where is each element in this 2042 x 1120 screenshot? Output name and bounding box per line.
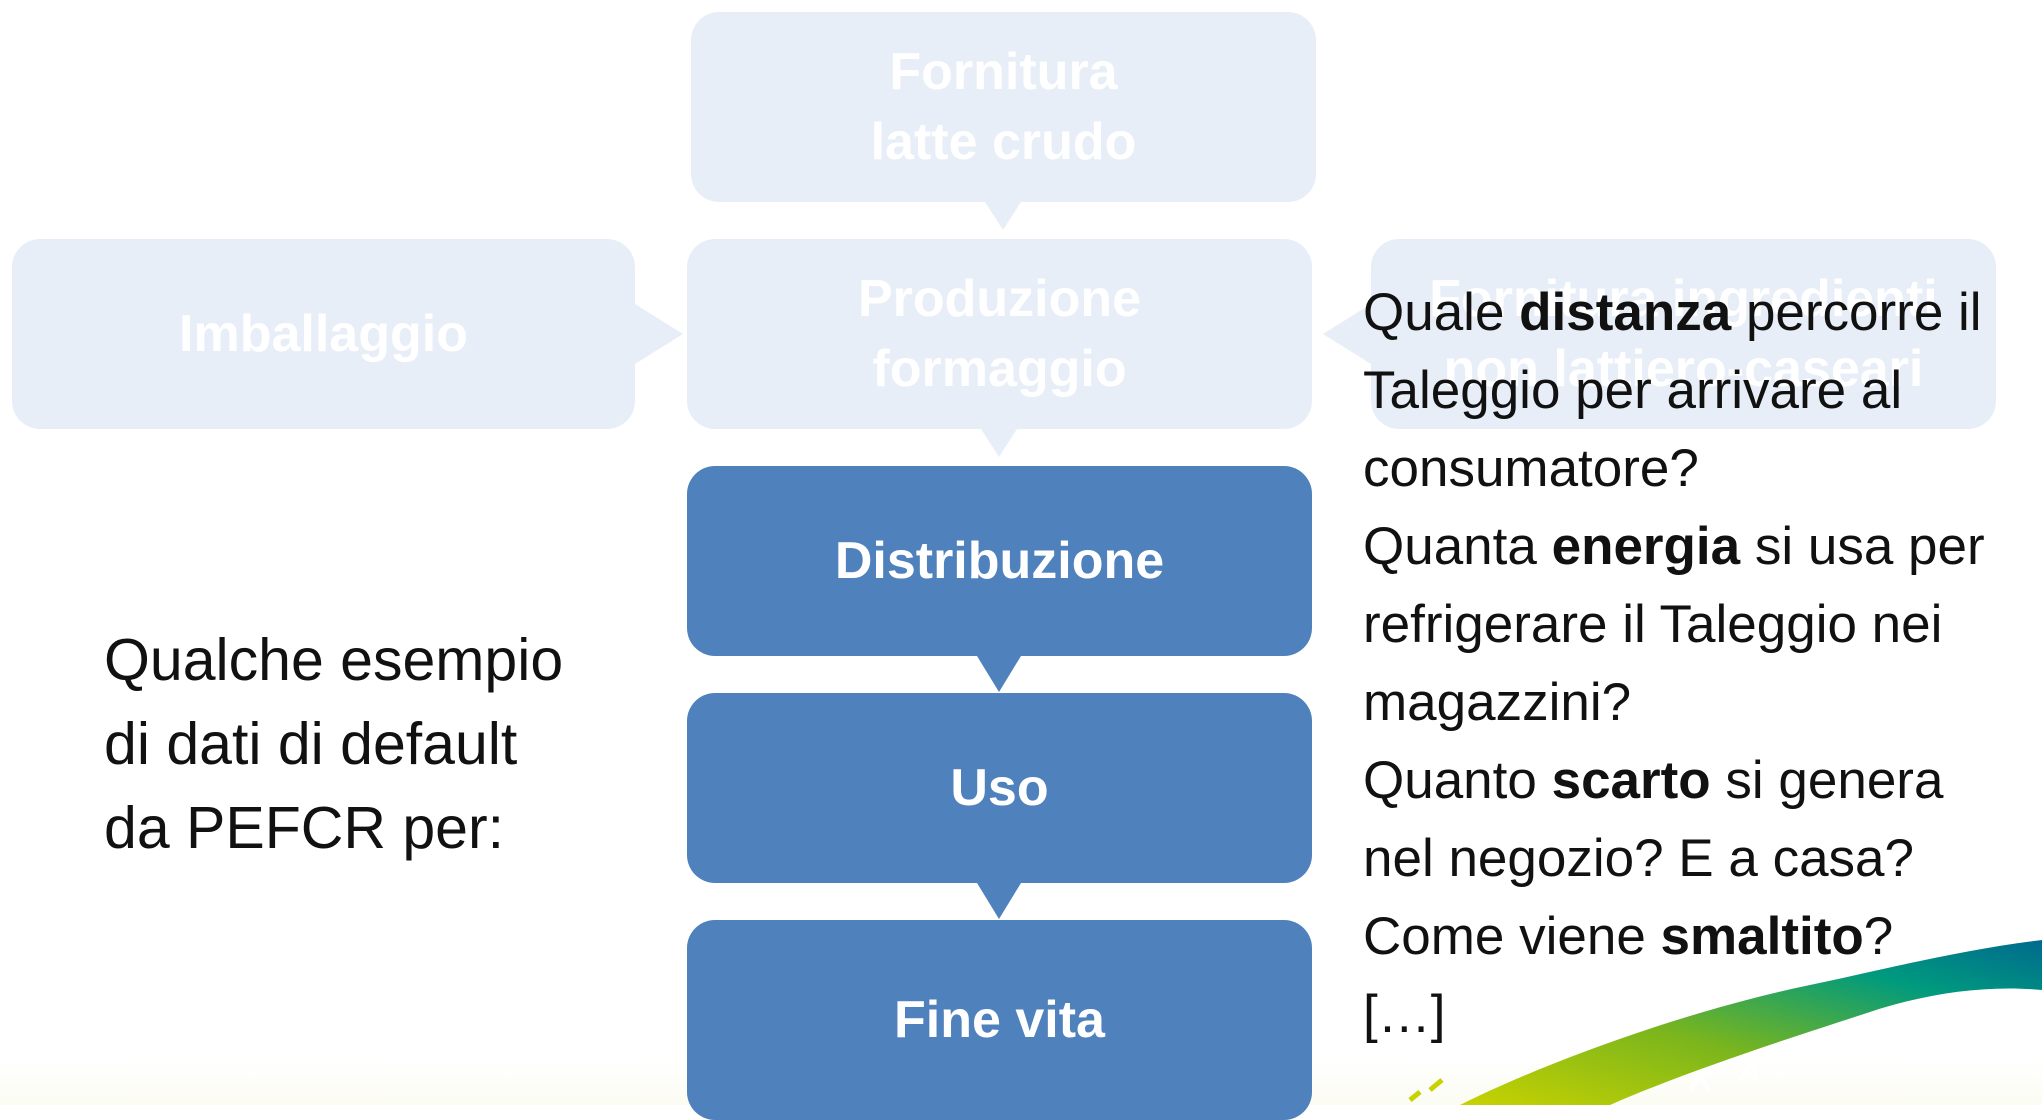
brush-stroke-logo [1408, 940, 2042, 1105]
node-label: formaggio [872, 340, 1127, 398]
node-label: Uso [950, 759, 1049, 817]
question-list: Quale distanza percorre il Taleggio per a… [1363, 274, 2042, 1054]
node-label: Fornitura [889, 43, 1118, 101]
arrow-down [985, 202, 1021, 230]
question-text: Quanta [1363, 517, 1552, 576]
question-keyword: smaltito [1660, 907, 1864, 966]
arrow-down [977, 883, 1021, 919]
arrow-left [1323, 304, 1371, 364]
question-line: […] [1363, 976, 2042, 1054]
question-text: si usa per [1740, 517, 1985, 576]
node-label: Imballaggio [179, 305, 468, 363]
node-label: Fine vita [894, 991, 1105, 1049]
question-text: ? [1863, 907, 1894, 966]
node-distribuzione: Distribuzione [687, 466, 1312, 656]
question-line: Taleggio per arrivare al [1363, 352, 2042, 430]
question-line: Quanto scarto si genera [1363, 742, 2042, 820]
question-text: refrigerare il Taleggio nei [1363, 595, 1943, 654]
node-label: Distribuzione [834, 532, 1165, 590]
question-keyword: scarto [1551, 751, 1711, 810]
question-text: nel negozio? E a casa? [1363, 829, 1915, 888]
question-text: […] [1363, 985, 1446, 1044]
question-text: Taleggio per arrivare al [1363, 361, 1903, 420]
question-line: nel negozio? E a casa? [1363, 820, 2042, 898]
question-text: Quale [1363, 283, 1520, 342]
intro-line: da PEFCR per: [104, 795, 505, 861]
question-text: Quanto [1363, 751, 1552, 810]
node-label: latte crudo [870, 113, 1137, 171]
node-produzione: Produzione formaggio [687, 239, 1312, 429]
arrow-down [981, 429, 1017, 457]
intro-line: Qualche esempio [104, 627, 564, 693]
arrow-right [635, 304, 683, 364]
node-fine-vita: Fine vita [687, 920, 1312, 1120]
question-line: magazzini? [1363, 664, 2042, 742]
intro-line: di dati di default [104, 711, 518, 777]
question-line: consumatore? [1363, 430, 2042, 508]
question-line: refrigerare il Taleggio nei [1363, 586, 2042, 664]
question-line: Come viene smaltito? [1363, 898, 2042, 976]
question-line: Quanta energia si usa per [1363, 508, 2042, 586]
question-text: percorre il [1731, 283, 1982, 342]
intro-text: Qualche esempio di dati di default da PE… [104, 618, 664, 870]
node-fornitura-latte: Fornitura latte crudo [691, 12, 1316, 202]
question-text: Come viene [1363, 907, 1661, 966]
node-label: Fornitura ingredienti [1429, 270, 1938, 328]
node-uso: Uso [687, 693, 1312, 883]
node-fornitura-ingredienti: Fornitura ingredienti non lattiero-casea… [1371, 239, 1996, 429]
question-text: magazzini? [1363, 673, 1632, 732]
question-text: si genera [1710, 751, 1944, 810]
node-label: non lattiero-caseari [1443, 340, 1924, 398]
node-label: Produzione [857, 270, 1142, 328]
question-text: consumatore? [1363, 439, 1699, 498]
question-keyword: distanza [1519, 283, 1732, 342]
arrow-down [977, 656, 1021, 692]
question-line: Quale distanza percorre il [1363, 274, 2042, 352]
question-keyword: energia [1551, 517, 1741, 576]
node-imballaggio: Imballaggio [12, 239, 635, 429]
